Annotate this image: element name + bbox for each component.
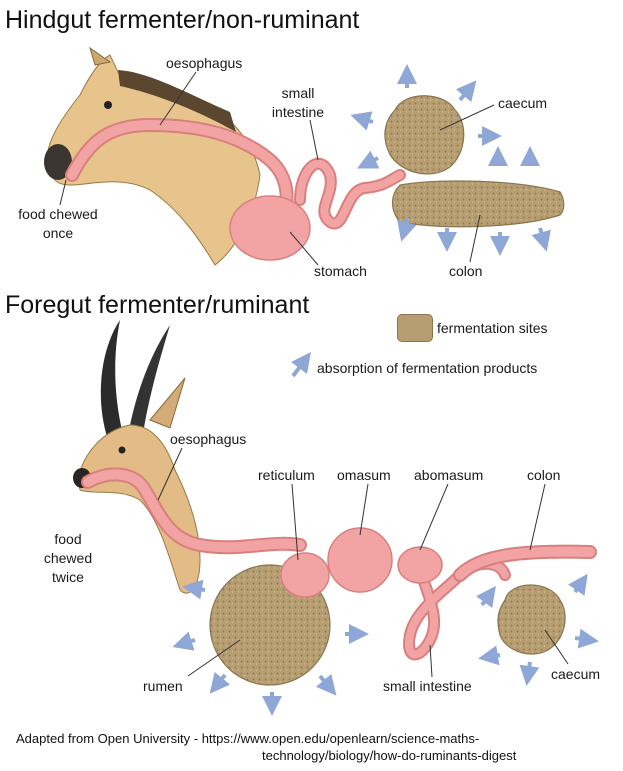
absorption-arrow xyxy=(357,150,380,169)
absorption-arrow xyxy=(182,579,206,600)
legend-absorption-label: absorption of fermentation products xyxy=(317,360,538,376)
absorption-arrow xyxy=(519,661,540,686)
legend-fermentation-swatch xyxy=(397,314,433,342)
antelope-horn-left xyxy=(100,320,122,440)
absorption-arrow xyxy=(350,111,374,131)
foregut-label-small-intestine: small intestine xyxy=(383,678,472,694)
foregut-label-colon: colon xyxy=(527,467,561,483)
legend-absorption-arrow xyxy=(291,352,311,378)
hindgut-label-food: food chewed once xyxy=(2,205,114,243)
source-credit-line1: Adapted from Open University - https://w… xyxy=(16,731,480,746)
foregut-label-food: food chewed twice xyxy=(30,530,106,587)
foregut-title: Foregut fermenter/ruminant xyxy=(5,291,310,319)
hindgut-label-oesophagus: oesophagus xyxy=(166,55,243,71)
foregut-label-food-line2: chewed xyxy=(43,550,93,566)
absorption-arrow xyxy=(397,217,417,242)
hindgut-colon xyxy=(391,180,565,228)
legend-fermentation-label: fermentation sites xyxy=(437,320,548,336)
foregut-label-food-line1: food xyxy=(54,531,82,547)
foregut-tract xyxy=(81,467,597,661)
foregut-label-abomasum: abomasum xyxy=(414,467,484,483)
hindgut-stomach xyxy=(229,195,311,261)
horse-muzzle xyxy=(44,144,72,180)
hindgut-tract xyxy=(65,118,406,230)
absorption-arrow xyxy=(476,585,496,608)
foregut-leader-lines xyxy=(157,447,569,678)
absorption-arrow xyxy=(568,573,588,596)
horse-ear xyxy=(89,46,112,66)
foregut-label-oesophagus: oesophagus xyxy=(170,431,247,447)
absorption-arrow xyxy=(574,628,599,649)
hindgut-absorption-arrows xyxy=(350,64,551,256)
hindgut-label-colon: colon xyxy=(449,263,483,279)
antelope-eye xyxy=(118,446,126,454)
horse-eye xyxy=(104,101,112,109)
hindgut-title: Hindgut fermenter/non-ruminant xyxy=(5,6,360,34)
foregut-label-omasum: omasum xyxy=(337,467,391,483)
foregut-caecum xyxy=(497,584,566,655)
hindgut-label-small: small xyxy=(281,85,315,101)
absorption-arrow xyxy=(531,227,551,252)
source-credit: Adapted from Open University - https://w… xyxy=(16,730,516,764)
foregut-label-food-line3: twice xyxy=(52,569,84,585)
hindgut-leader-lines xyxy=(59,71,495,266)
foregut-label-reticulum: reticulum xyxy=(258,467,315,483)
absorption-arrow xyxy=(455,80,477,103)
horse-mane xyxy=(118,70,236,132)
hindgut-label-stomach: stomach xyxy=(314,263,367,279)
foregut-omasum xyxy=(327,527,393,593)
hindgut-label-intestine: intestine xyxy=(271,104,325,120)
absorption-arrow xyxy=(478,645,501,666)
foregut-label-rumen: rumen xyxy=(143,678,183,694)
foregut-absorption-arrows xyxy=(172,573,599,716)
hindgut-label-caecum: caecum xyxy=(498,95,548,111)
hindgut-label-small-intestine: small intestine xyxy=(258,84,338,122)
absorption-arrow xyxy=(315,673,337,696)
antelope-head xyxy=(77,424,201,594)
foregut-label-caecum: caecum xyxy=(551,666,601,682)
absorption-arrow xyxy=(172,631,196,651)
source-credit-line2: technology/biology/how-do-ruminants-dige… xyxy=(262,748,517,763)
antelope-ear xyxy=(149,377,186,429)
foregut-abomasum xyxy=(397,546,443,584)
hindgut-caecum xyxy=(384,95,465,175)
hindgut-label-food-line2: once xyxy=(42,225,74,241)
hindgut-label-food-line1: food chewed xyxy=(18,206,98,222)
antelope-horn-right xyxy=(128,325,170,440)
foregut-reticulum xyxy=(280,552,330,598)
horse-illustration xyxy=(44,46,261,266)
absorption-arrow xyxy=(209,671,231,694)
